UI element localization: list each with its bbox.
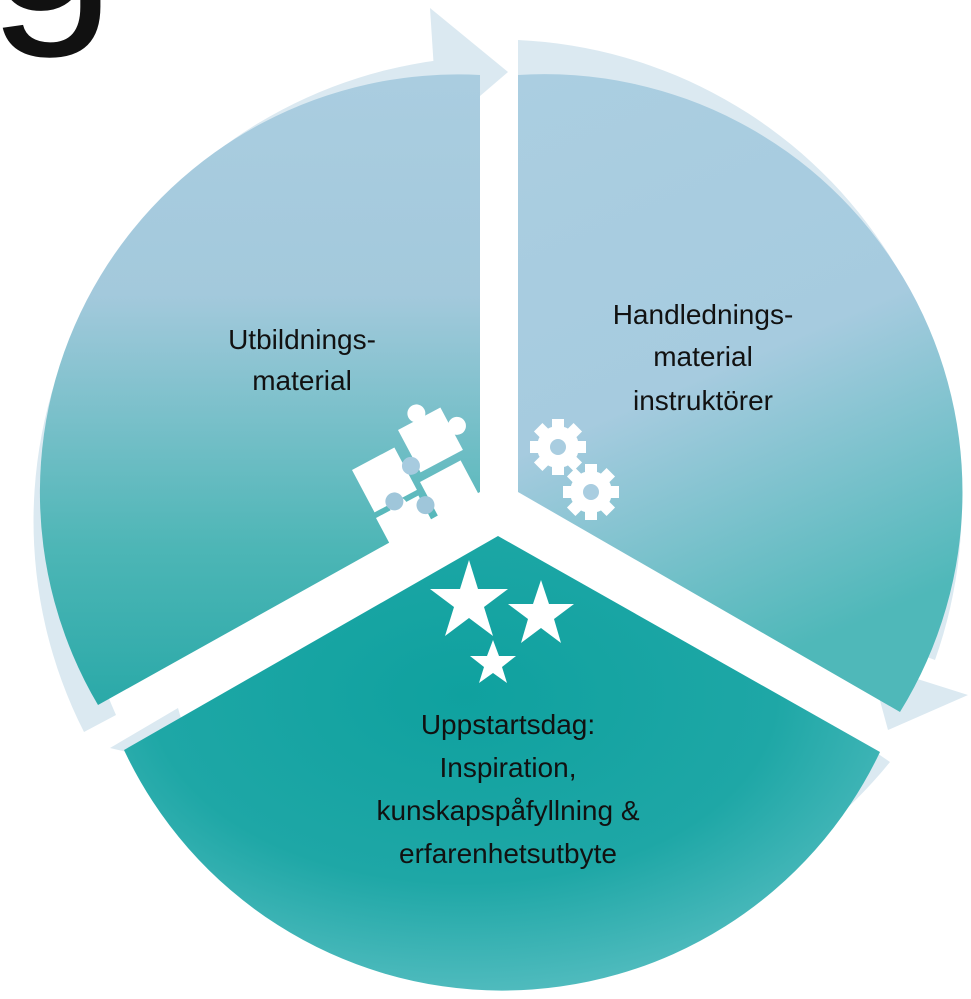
- label-line: Utbildnings-: [228, 324, 376, 355]
- cycle-segments: [39, 74, 963, 991]
- label-line: kunskapspåfyllning &: [376, 795, 639, 826]
- label-line: Inspiration,: [440, 752, 577, 783]
- puzzle-icon: [352, 404, 483, 561]
- star-large-icon: [430, 560, 508, 636]
- segment-handledningsmaterial: [518, 74, 963, 713]
- segment-uppstartsdag: [124, 536, 880, 991]
- star-medium-icon: [508, 580, 574, 643]
- partial-heading-glyph: g: [0, 0, 116, 59]
- label-line: Uppstartsdag:: [421, 709, 595, 740]
- label-line: erfarenhetsutbyte: [399, 838, 617, 869]
- segment-utbildningsmaterial: [39, 74, 480, 706]
- segment-label-utbildningsmaterial: Utbildnings- material: [228, 324, 376, 396]
- star-small-icon: [470, 640, 516, 683]
- segment-label-handledningsmaterial: Handlednings- material instruktörer: [613, 299, 794, 416]
- stars-icon: [430, 560, 574, 683]
- label-line: material: [653, 341, 753, 372]
- segment-label-uppstartsdag: Uppstartsdag: Inspiration, kunskapspåfyl…: [376, 709, 639, 869]
- label-line: instruktörer: [633, 385, 773, 416]
- gears-icon: [530, 419, 619, 520]
- label-line: material: [252, 365, 352, 396]
- label-line: Handlednings-: [613, 299, 794, 330]
